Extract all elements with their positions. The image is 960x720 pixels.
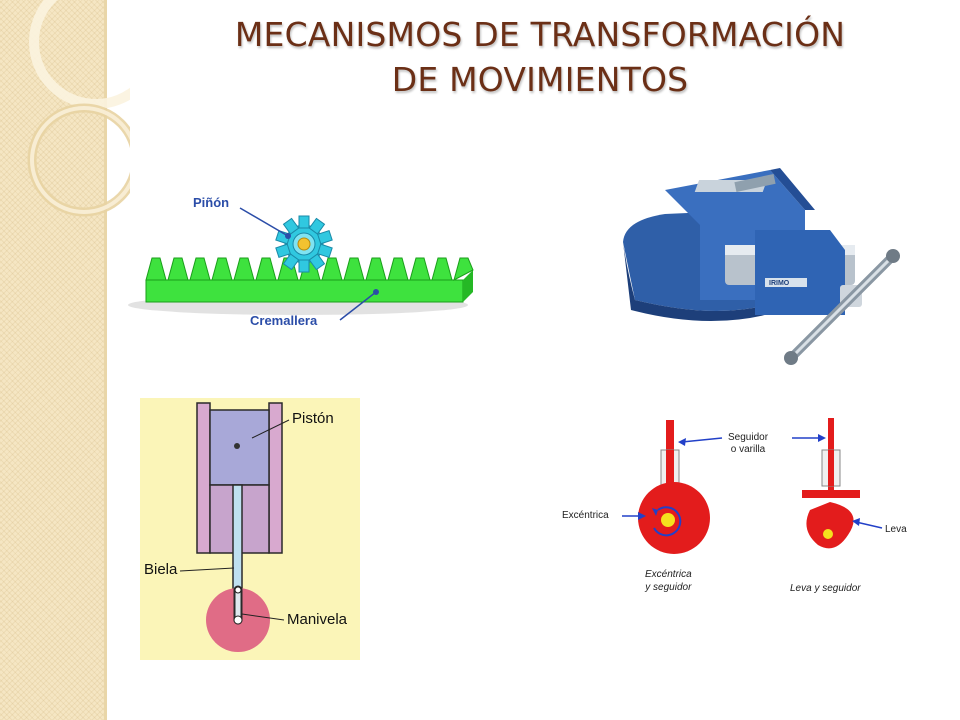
piston-crank-figure: [140, 398, 360, 660]
decorative-rings: [27, 0, 130, 217]
bench-vise-figure: IRIMO: [605, 150, 920, 375]
crank-label: Manivela: [287, 611, 348, 628]
eccentric-caption-line-2: y seguidor: [645, 582, 692, 593]
follower-label: Seguidor o varilla: [728, 432, 768, 456]
piston-label: Pistón: [292, 410, 334, 427]
slide-title: MECANISMOS DE TRANSFORMACIÓN DE MOVIMIEN…: [150, 12, 930, 102]
cam-follower-figure: [622, 418, 883, 554]
cam-label: Leva: [885, 524, 907, 535]
follower-label-line-1: Seguidor: [728, 432, 769, 443]
eccentric-label: Excéntrica: [562, 510, 609, 521]
slide-title-line-1: MECANISMOS DE TRANSFORMACIÓN: [234, 15, 846, 54]
pinion-label: Piñón: [193, 195, 230, 210]
rack-and-pinion-figure: [128, 207, 474, 321]
cam-caption: Leva y seguidor: [790, 583, 861, 594]
eccentric-caption: Excéntrica y seguidor: [645, 568, 692, 594]
follower-label-line-2: o varilla: [730, 444, 766, 455]
rack-label: Cremallera: [250, 313, 318, 328]
slide-title-line-2: DE MOVIMIENTOS: [391, 60, 689, 99]
vise-brand: IRIMO: [769, 280, 790, 287]
eccentric-caption-line-1: Excéntrica: [645, 569, 692, 580]
rod-label: Biela: [144, 561, 178, 578]
side-band-edge: [104, 0, 107, 720]
